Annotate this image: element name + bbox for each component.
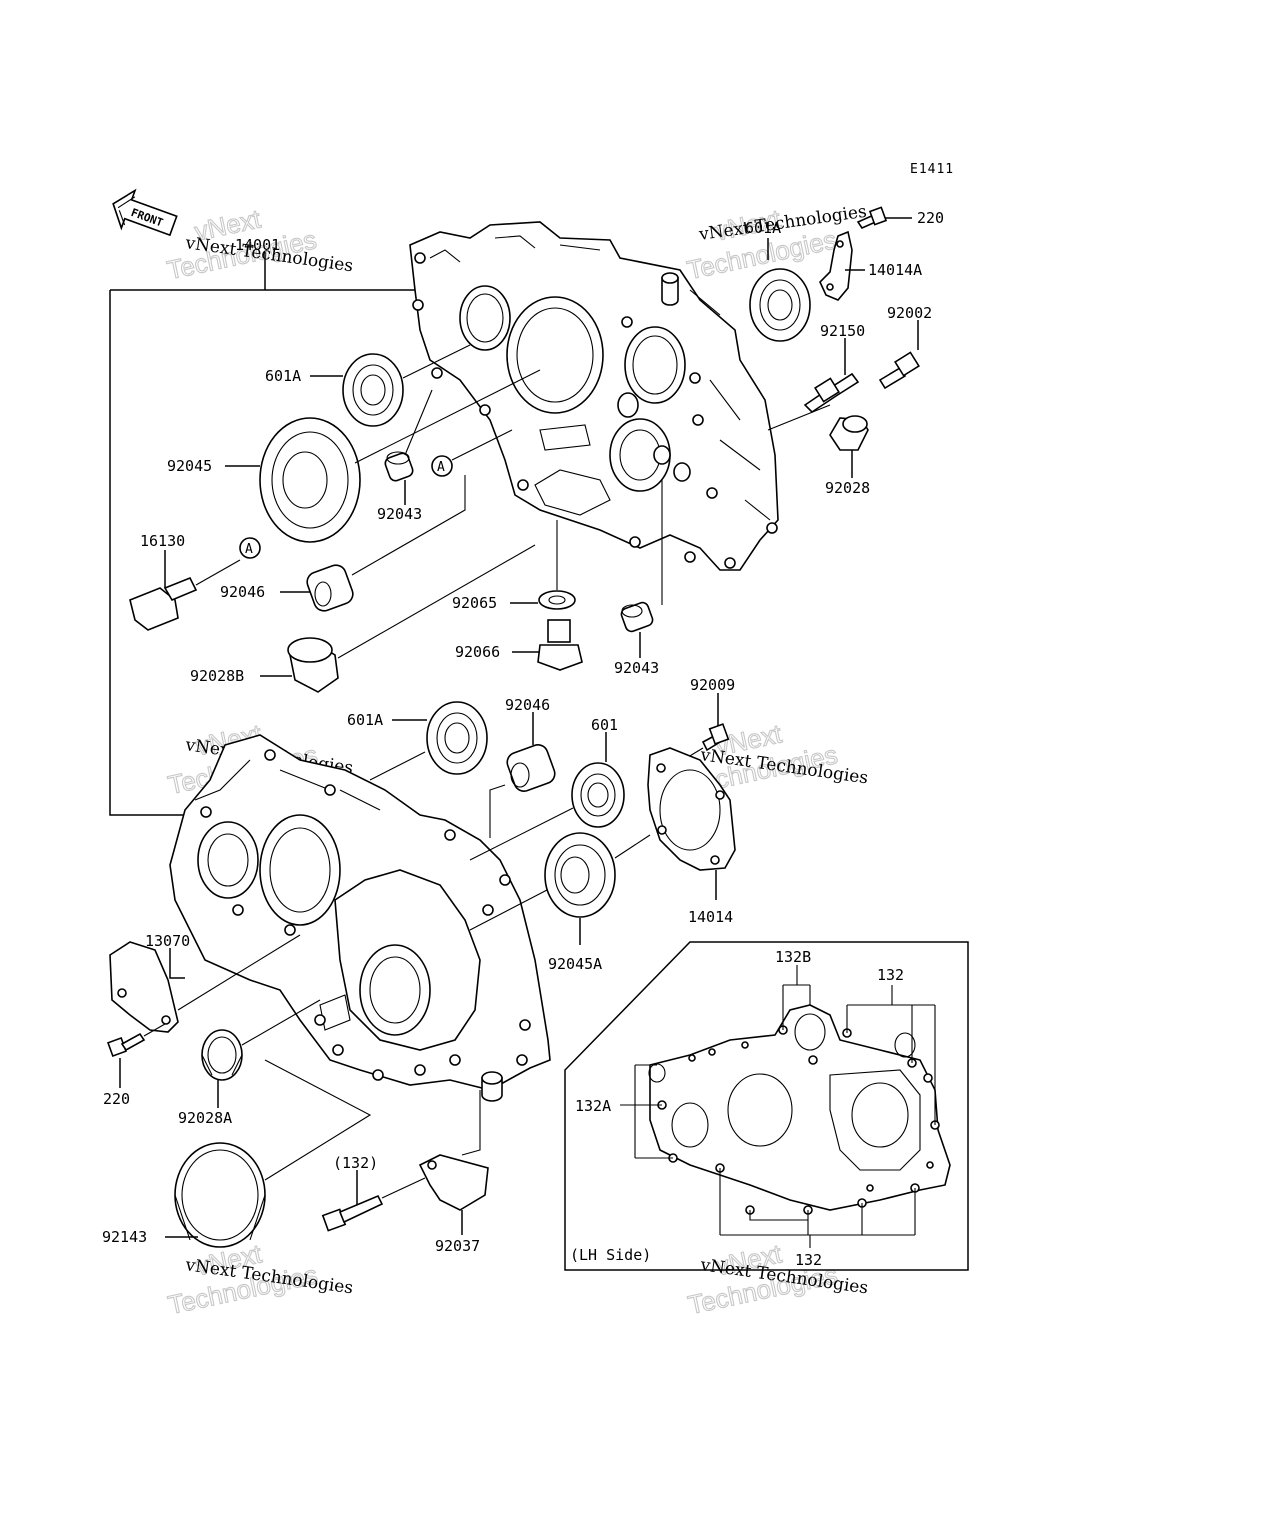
callout-13070: 13070 [145, 932, 190, 950]
callout-92043-top: 92043 [377, 505, 422, 523]
callout-601: 601 [591, 716, 618, 734]
bearing-601 [571, 762, 625, 828]
lower-crankcase-half [169, 734, 551, 1102]
bracket-14014A [819, 230, 853, 301]
ref-marker-a-mid-label: A [437, 460, 445, 475]
bearing-601A-left [342, 353, 404, 427]
callout-92066: 92066 [455, 643, 500, 661]
collar-92143 [174, 1142, 266, 1248]
clamp-92037 [418, 1154, 489, 1211]
ref-marker-a-left [239, 537, 261, 559]
callout-601A-left: 601A [265, 367, 301, 385]
lh-side-inset [564, 941, 969, 1271]
callout-132B: 132B [775, 948, 811, 966]
callout-601A-top: 601A [745, 219, 781, 237]
callout-132-top: 132 [877, 966, 904, 984]
bearing-601A-top [749, 268, 811, 342]
ref-marker-a-mid [431, 455, 453, 477]
callout-92028B: 92028B [190, 667, 244, 685]
fitting-92150 [803, 372, 860, 414]
bolt-132-paren [321, 1194, 384, 1232]
callout-92065: 92065 [452, 594, 497, 612]
callout-92045: 92045 [167, 457, 212, 475]
callout-14014A: 14014A [868, 261, 922, 279]
callout-132A: 132A [575, 1097, 611, 1115]
drain-plug-92066 [537, 619, 583, 671]
callout-92046-left: 92046 [220, 583, 265, 601]
ref-marker-a-left-label: A [245, 542, 253, 557]
diagram-code: E1411 [910, 162, 954, 177]
bolt-220-bottom [107, 1032, 146, 1057]
cover-14014 [647, 747, 736, 871]
crankcase-set-bracket [109, 252, 420, 816]
dowel-92043-mid [620, 601, 654, 633]
callout-92045A: 92045A [548, 955, 602, 973]
plug-92002 [878, 351, 920, 390]
sensor-16130 [129, 576, 198, 631]
plug-92028B [287, 637, 339, 693]
bearing-601A-mid [426, 701, 488, 775]
washer-92065 [538, 590, 576, 610]
callout-92002: 92002 [887, 304, 932, 322]
callout-132-bottom: 132 [795, 1251, 822, 1269]
dowel-92043-top [384, 451, 414, 482]
seal-92028A [201, 1029, 243, 1081]
callout-601A-mid: 601A [347, 711, 383, 729]
bushing-92046-left [306, 564, 354, 612]
callout-92046-mid: 92046 [505, 696, 550, 714]
callout-14001: 14001 [235, 236, 280, 254]
callout-92150: 92150 [820, 322, 865, 340]
bearing-92045A [544, 832, 616, 918]
front-arrow-icon: FRONT [112, 188, 178, 237]
callout-92028: 92028 [825, 479, 870, 497]
callout-220-bottom: 220 [103, 1090, 130, 1108]
callout-92143: 92143 [102, 1228, 147, 1246]
bolt-220-top [856, 206, 888, 230]
bushing-92046-mid [506, 744, 556, 792]
inset-label: (LH Side) [570, 1246, 651, 1264]
cap-92028 [829, 415, 869, 451]
bearing-92045 [259, 417, 361, 543]
upper-crankcase-half [409, 221, 779, 571]
callout-220-top: 220 [917, 209, 944, 227]
callout-16130: 16130 [140, 532, 185, 550]
plate-13070 [109, 941, 179, 1033]
callout-92028A: 92028A [178, 1109, 232, 1127]
stud-92009 [701, 723, 730, 752]
callout-92037: 92037 [435, 1237, 480, 1255]
callout-14014: 14014 [688, 908, 733, 926]
callout-132-paren: (132) [333, 1154, 378, 1172]
callout-92009: 92009 [690, 676, 735, 694]
callout-92043-mid: 92043 [614, 659, 659, 677]
